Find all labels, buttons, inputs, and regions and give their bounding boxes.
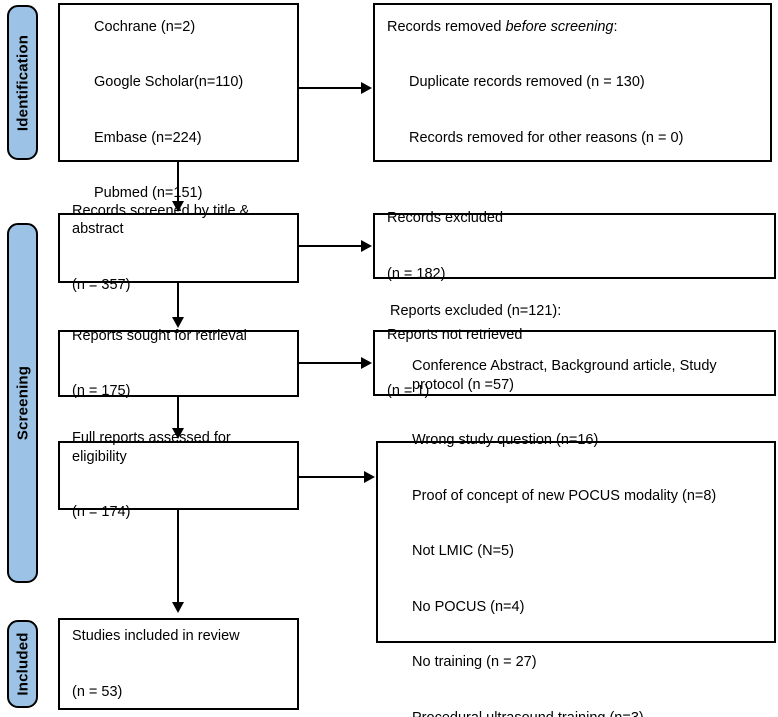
reports-sought-content: Reports sought for retrieval (n = 175) bbox=[60, 290, 297, 438]
reports-not-retrieved-count: (n = 1) bbox=[387, 382, 430, 399]
reports-excluded-content: Reports excluded (n=121): Conference Abs… bbox=[378, 265, 774, 717]
connector-screened-to-excluded bbox=[299, 245, 361, 247]
box-studies-included: Studies included in review (n = 53) bbox=[58, 618, 299, 710]
arrowhead-sought-to-assessed bbox=[172, 428, 184, 439]
arrowhead-identified-to-screened bbox=[172, 201, 184, 212]
reports-excluded-reason-no-training: No training (n = 27) bbox=[412, 654, 537, 670]
records-removed-heading-prefix: Records removed bbox=[387, 18, 506, 35]
records-identified-content: Records (n=487) identified from: Cochran… bbox=[60, 0, 297, 240]
full-reports-assessed-content: Full reports assessed for eligibility (n… bbox=[60, 392, 297, 559]
studies-included-content: Studies included in review (n = 53) bbox=[60, 590, 297, 717]
records-removed-other-reasons: Records removed for other reasons (n = 0… bbox=[409, 129, 684, 146]
records-identified-source-cochrane: Cochrane (n=2) bbox=[94, 18, 196, 35]
arrowhead-identified-to-removed bbox=[361, 82, 372, 94]
records-excluded-count: (n = 182) bbox=[387, 265, 446, 282]
arrowhead-screened-to-sought bbox=[172, 317, 184, 328]
arrowhead-screened-to-excluded bbox=[361, 240, 372, 252]
stage-pill-screening: Screening bbox=[7, 223, 38, 583]
stage-pill-included: Included bbox=[7, 620, 38, 708]
studies-included-heading: Studies included in review bbox=[72, 628, 240, 644]
arrowhead-assessed-to-included bbox=[172, 602, 184, 613]
records-identified-source-embase: Embase (n=224) bbox=[94, 129, 202, 146]
connector-sought-to-assessed bbox=[177, 397, 179, 430]
full-reports-assessed-heading: Full reports assessed for eligibility bbox=[72, 430, 235, 465]
box-records-removed: Records removed before screening: Duplic… bbox=[373, 3, 772, 162]
connector-identified-to-removed bbox=[299, 87, 361, 89]
full-reports-assessed-count: (n = 174) bbox=[72, 504, 131, 521]
stage-label-identification: Identification bbox=[14, 34, 31, 131]
box-full-reports-assessed: Full reports assessed for eligibility (n… bbox=[58, 430, 299, 520]
box-records-screened: Records screened by title & abstract (n … bbox=[58, 203, 299, 293]
records-removed-heading-suffix: : bbox=[613, 18, 618, 35]
stage-pill-identification: Identification bbox=[7, 5, 38, 160]
reports-excluded-reason-proof-of-concept: Proof of concept of new POCUS modality (… bbox=[412, 487, 717, 504]
stage-label-included: Included bbox=[14, 632, 31, 696]
records-removed-content: Records removed before screening: Duplic… bbox=[375, 0, 770, 184]
box-records-identified: Records (n=487) identified from: Cochran… bbox=[58, 3, 299, 201]
connector-assessed-to-reports-excluded bbox=[299, 476, 365, 478]
reports-not-retrieved-heading: Reports not retrieved bbox=[387, 327, 523, 343]
connector-sought-to-not-retrieved bbox=[299, 362, 361, 364]
reports-excluded-heading: Reports excluded (n=121): bbox=[390, 302, 562, 319]
records-removed-heading: Records removed before screening: bbox=[387, 18, 758, 37]
connector-assessed-to-included bbox=[177, 510, 179, 604]
reports-sought-heading: Reports sought for retrieval bbox=[72, 327, 247, 344]
records-removed-duplicates: Duplicate records removed (n = 130) bbox=[409, 74, 645, 91]
records-screened-heading: Records screened by title & abstract bbox=[72, 202, 254, 238]
reports-excluded-reason-not-lmic: Not LMIC (N=5) bbox=[412, 543, 514, 559]
records-excluded-content: Records excluded (n = 182) bbox=[375, 172, 774, 320]
reports-sought-count: (n = 175) bbox=[72, 383, 131, 399]
reports-not-retrieved-content: Reports not retrieved (n = 1) bbox=[375, 289, 774, 437]
box-reports-not-retrieved: Reports not retrieved (n = 1) bbox=[373, 327, 776, 399]
records-screened-count: (n = 357) bbox=[72, 276, 131, 293]
records-identified-source-google-scholar: Google Scholar(n=110) bbox=[94, 74, 244, 91]
reports-excluded-reason-conference-abstract: Conference Abstract, Background article,… bbox=[412, 358, 721, 393]
records-excluded-heading: Records excluded bbox=[387, 210, 504, 226]
box-records-excluded: Records excluded (n = 182) bbox=[373, 210, 776, 282]
records-screened-content: Records screened by title & abstract (n … bbox=[60, 165, 297, 332]
reports-excluded-reason-procedural-ultrasound: Procedural ultrasound training (n=3) bbox=[390, 709, 762, 717]
connector-identified-to-screened bbox=[177, 162, 179, 203]
arrowhead-sought-to-not-retrieved bbox=[361, 357, 372, 369]
reports-excluded-reason-no-pocus: No POCUS (n=4) bbox=[412, 598, 525, 615]
box-reports-excluded: Reports excluded (n=121): Conference Abs… bbox=[376, 303, 776, 717]
box-reports-sought: Reports sought for retrieval (n = 175) bbox=[58, 328, 299, 399]
stage-label-screening: Screening bbox=[14, 365, 31, 441]
connector-screened-to-sought bbox=[177, 283, 179, 319]
records-removed-heading-emphasis: before screening bbox=[505, 18, 614, 35]
arrowhead-assessed-to-reports-excluded bbox=[364, 471, 375, 483]
reports-excluded-reason-wrong-study-question: Wrong study question (n=16) bbox=[412, 432, 599, 448]
studies-included-count: (n = 53) bbox=[72, 683, 123, 700]
